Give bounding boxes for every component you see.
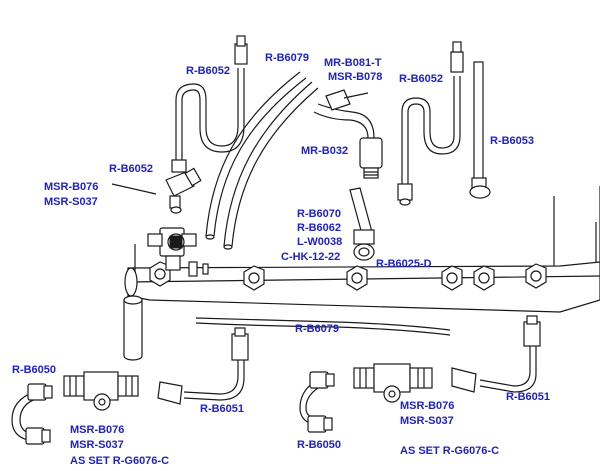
pipe-r-b6079-mid bbox=[195, 317, 451, 336]
label-r-b6050-left: R-B6050 bbox=[12, 364, 57, 376]
rail-bolt-1 bbox=[149, 261, 171, 287]
u-bend-r-b6050-left bbox=[11, 383, 53, 445]
pipe-r-b6053 bbox=[469, 61, 491, 199]
u-pipe-r-b6052-left bbox=[171, 35, 248, 173]
label-as-set-left: AS SET R-G6076-C bbox=[70, 455, 170, 467]
label-r-b6052-b: R-B6052 bbox=[399, 73, 444, 85]
label-r-b6070: R-B6070 bbox=[297, 208, 342, 220]
label-mr-b032: MR-B032 bbox=[301, 145, 349, 157]
label-c-hk-12-22: C-HK-12-22 bbox=[281, 251, 341, 263]
valve-set-center bbox=[353, 363, 433, 403]
label-msr-s037-b: MSR-S037 bbox=[70, 439, 124, 451]
tee-fitting-left bbox=[165, 167, 202, 214]
label-r-b6051-left: R-B6051 bbox=[200, 403, 245, 415]
pipe-mr-b032 bbox=[313, 89, 383, 179]
label-r-b6025-d: R-B6025-D bbox=[376, 258, 432, 270]
rail-stub-pipe bbox=[123, 295, 143, 361]
rail-bolt-2 bbox=[243, 265, 265, 291]
label-r-b6079-top: R-B6079 bbox=[265, 52, 310, 64]
label-msr-s037-c: MSR-S037 bbox=[400, 415, 454, 427]
label-mr-b081-t: MR-B081-T bbox=[324, 57, 382, 69]
label-r-b6052-a: R-B6052 bbox=[186, 65, 231, 77]
rail-bolt-5 bbox=[473, 265, 495, 291]
label-msr-b078: MSR-B078 bbox=[328, 71, 383, 83]
rail-bolt-3 bbox=[346, 265, 368, 291]
rail-bolt-6 bbox=[525, 263, 547, 289]
u-bend-r-b6050-center bbox=[299, 371, 335, 433]
pipe-r-b6051-left bbox=[157, 327, 249, 405]
leader-lines bbox=[111, 92, 369, 195]
label-msr-b076-c: MSR-B076 bbox=[400, 400, 455, 412]
label-r-b6079-mid: R-B6079 bbox=[295, 323, 340, 335]
pipe-r-b6051-right bbox=[451, 315, 541, 393]
rail-bolt-4 bbox=[441, 265, 463, 291]
label-r-b6052-c: R-B6052 bbox=[109, 163, 154, 175]
label-r-b6050-center: R-B6050 bbox=[297, 439, 342, 451]
label-l-w0038: L-W0038 bbox=[297, 236, 343, 248]
label-msr-b076-a: MSR-B076 bbox=[44, 181, 99, 193]
rail-valve bbox=[147, 227, 209, 277]
label-r-b6053: R-B6053 bbox=[490, 135, 535, 147]
valve-set-left bbox=[63, 371, 139, 411]
curved-pipe-r-b6079 bbox=[205, 71, 319, 250]
label-r-b6051-right: R-B6051 bbox=[506, 391, 551, 403]
label-r-b6062: R-B6062 bbox=[297, 222, 342, 234]
label-msr-s037-a: MSR-S037 bbox=[44, 196, 98, 208]
u-pipe-r-b6052-right bbox=[397, 41, 464, 206]
hose-r-b6070 bbox=[349, 187, 375, 261]
label-msr-b076-b: MSR-B076 bbox=[70, 424, 125, 436]
label-as-set-right: AS SET R-G6076-C bbox=[400, 445, 500, 457]
